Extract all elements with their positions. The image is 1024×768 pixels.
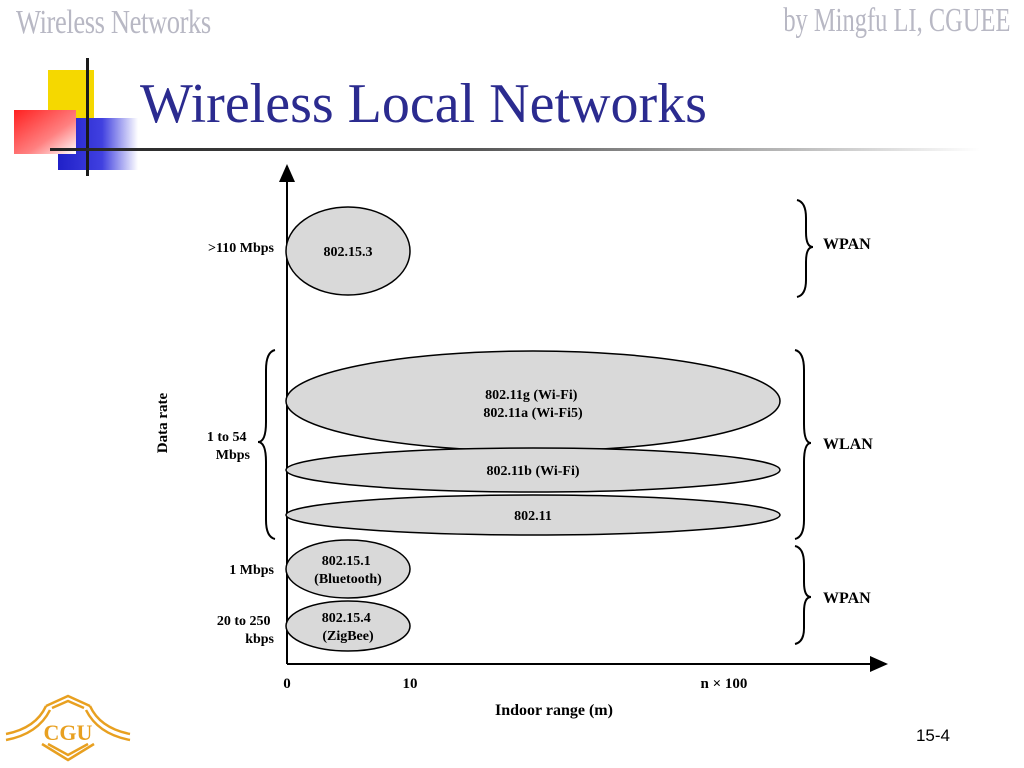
x-tick: n × 100 — [701, 676, 748, 692]
rate-label: 20 to 250 kbps — [217, 614, 275, 647]
left-brace — [257, 349, 276, 540]
red-square — [14, 110, 76, 154]
title-underline — [50, 148, 980, 151]
standard-label: 802.11b (Wi-Fi) — [486, 464, 579, 479]
author-header: by Mingfu LI, CGUEE — [782, 2, 1010, 39]
x-axis-label: Indoor range (m) — [495, 702, 613, 719]
standard-ellipse — [285, 206, 411, 296]
standard-label: 802.11 — [514, 509, 552, 524]
standard-label: 802.11g (Wi-Fi) 802.11a (Wi-Fi5) — [483, 388, 583, 421]
x-tick: 0 — [283, 676, 291, 692]
standard-label: 802.15.4 (ZigBee) — [322, 611, 375, 644]
standard-ellipse — [285, 447, 781, 493]
rate-label: 1 Mbps — [229, 563, 274, 578]
network-group-label: WPAN — [823, 590, 871, 607]
right-brace — [794, 545, 812, 645]
right-brace — [796, 199, 814, 298]
standard-ellipse — [285, 600, 411, 652]
network-group-label: WPAN — [823, 236, 871, 253]
y-axis-label: Data rate — [155, 392, 171, 453]
standard-ellipse — [285, 539, 411, 599]
rate-label: >110 Mbps — [208, 241, 274, 256]
right-brace — [794, 349, 812, 540]
x-tick: 10 — [403, 676, 418, 692]
logo-text: CGU — [44, 720, 93, 745]
slide-title: Wireless Local Networks — [140, 73, 707, 135]
standard-label: 802.15.3 — [324, 245, 373, 260]
title-decoration — [12, 58, 142, 176]
vertical-rule — [86, 58, 89, 176]
standard-ellipse — [285, 494, 781, 536]
course-header: Wireless Networks — [16, 4, 211, 41]
standard-label: 802.15.1 (Bluetooth) — [314, 554, 382, 587]
network-group-label: WLAN — [823, 436, 873, 453]
rate-label: 1 to 54 Mbps — [207, 430, 251, 463]
page-number: 15-4 — [915, 726, 950, 745]
university-logo: CGU — [5, 694, 131, 762]
